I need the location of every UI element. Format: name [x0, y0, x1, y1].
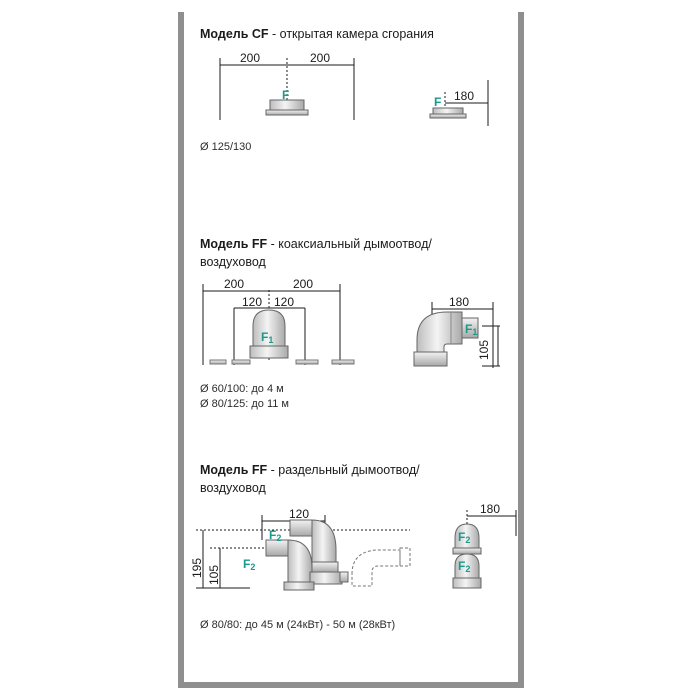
cf-side-view — [429, 80, 489, 126]
ff-coax-dim-outer-left: 200 — [224, 277, 244, 291]
ff-split-label-f2-upper-letter: F — [269, 528, 276, 542]
ff-split-side-label-f2-lower: F2 — [458, 559, 470, 574]
content-frame — [178, 12, 524, 688]
ff-split-side-label-f2-lower-sub: 2 — [465, 564, 470, 574]
ff-coax-front-view — [202, 284, 355, 365]
ff-coax-dim-outer-right: 200 — [293, 277, 313, 291]
cf-front-view — [219, 58, 355, 120]
ff-coax-side-dim-side: 105 — [477, 340, 491, 360]
section-ff-coax-title-line2: воздуховод — [200, 255, 266, 269]
ff-split-side-dim-top: 180 — [480, 502, 500, 516]
ff-split-dim-105: 105 — [207, 565, 221, 585]
ff-split-dim-195: 195 — [190, 558, 204, 578]
section-ff-split-model: Модель FF — [200, 463, 268, 477]
ff-split-side-label-f2-upper-sub: 2 — [465, 535, 470, 545]
ff-split-front-view — [196, 515, 411, 591]
section-cf-title: Модель CF - открытая камера сгорания — [200, 26, 434, 42]
ff-coax-label-f1: F1 — [261, 330, 273, 345]
ff-split-side-label-f2-upper: F2 — [458, 530, 470, 545]
ff-split-side-label-f2-lower-letter: F — [458, 559, 465, 573]
ff-coax-label-f1-sub: 1 — [268, 335, 273, 345]
section-ff-split-title-line2: воздуховод — [200, 481, 266, 495]
ff-split-label-f2-upper-sub: 2 — [276, 533, 281, 543]
cf-side-dim: 180 — [454, 89, 474, 103]
ff-coax-label-f1-letter: F — [261, 330, 268, 344]
ff-coax-side-label-f1-sub: 1 — [472, 327, 477, 337]
ff-coax-side-label-f1: F1 — [465, 322, 477, 337]
ff-coax-dim-inner-left: 120 — [242, 295, 262, 309]
ff-coax-side-view — [413, 302, 500, 368]
section-cf-note: Ø 125/130 — [200, 141, 252, 153]
frame-bottom-border — [178, 682, 524, 688]
ff-split-side-view — [452, 510, 517, 589]
section-cf-desc: - открытая камера сгорания — [268, 27, 434, 41]
section-ff-coax-title: Модель FF - коаксиальный дымоотвод/ — [200, 236, 432, 252]
ff-coax-side-label-f1-letter: F — [465, 322, 472, 336]
cf-side-label-f: F — [434, 95, 441, 109]
section-ff-coax-model: Модель FF — [200, 237, 268, 251]
ff-split-side-label-f2-upper-letter: F — [458, 530, 465, 544]
ff-coax-side-dim-top: 180 — [449, 295, 469, 309]
frame-right-border — [518, 12, 524, 688]
cf-label-f: F — [282, 88, 289, 102]
section-ff-coax-note-2: Ø 80/125: до 11 м — [200, 398, 289, 410]
ff-split-label-f2-lower-letter: F — [243, 557, 250, 571]
cf-dim-right: 200 — [310, 51, 330, 65]
cf-dim-left: 200 — [240, 51, 260, 65]
section-ff-coax-desc: - коаксиальный дымоотвод/ — [267, 237, 432, 251]
section-cf-model: Модель CF — [200, 27, 269, 41]
ff-split-label-f2-lower: F2 — [243, 557, 255, 572]
ff-split-label-f2-upper: F2 — [269, 528, 281, 543]
ff-split-label-f2-lower-sub: 2 — [250, 562, 255, 572]
ff-split-dim-top: 120 — [289, 507, 309, 521]
ff-coax-dim-inner-right: 120 — [274, 295, 294, 309]
frame-left-border — [178, 12, 184, 688]
section-ff-split-title: Модель FF - раздельный дымоотвод/ — [200, 462, 420, 478]
section-ff-split-desc: - раздельный дымоотвод/ — [267, 463, 420, 477]
section-ff-split-note: Ø 80/80: до 45 м (24кВт) - 50 м (28кВт) — [200, 619, 396, 631]
section-ff-coax-note-1: Ø 60/100: до 4 м — [200, 383, 284, 395]
